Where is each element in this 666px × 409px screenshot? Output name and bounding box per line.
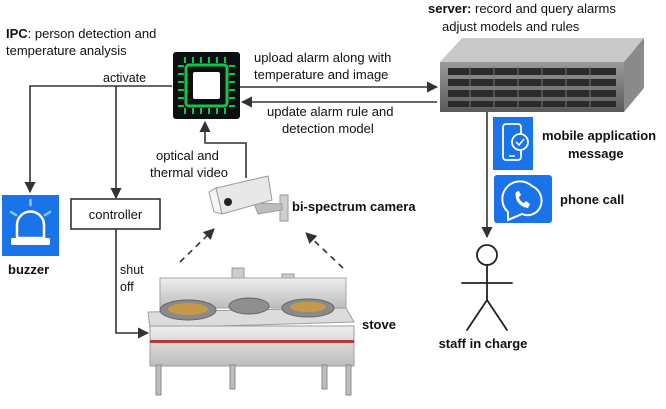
server-desc-line1: record and query alarms — [471, 1, 616, 16]
stove-label: stove — [362, 317, 396, 332]
video-arrow — [199, 120, 247, 178]
update-label-line2: detection model — [282, 121, 374, 136]
commercial-stove-icon — [147, 267, 355, 396]
phone-call-icon — [494, 175, 552, 223]
phone-label: phone call — [560, 192, 624, 207]
server-name: server: — [428, 1, 471, 16]
activate-buzzer-arrow — [24, 85, 172, 194]
server-desc-line2: adjust models and rules — [442, 19, 580, 34]
shutoff-label-line2: off — [120, 280, 134, 294]
ipc-label-line1: IPC: person detection and — [6, 26, 156, 41]
upload-label-line1: upload alarm along with — [254, 50, 391, 65]
shutoff-arrow — [115, 228, 150, 339]
security-camera-icon — [208, 175, 289, 222]
server-label-line1: server: record and query alarms — [428, 1, 616, 16]
upload-label-line2: temperature and image — [254, 67, 388, 82]
mobile-label-line2: message — [568, 146, 624, 161]
video-label-line1: optical and — [156, 148, 219, 163]
ipc-name: IPC — [6, 26, 28, 41]
ipc-desc-line1: : person detection and — [28, 26, 157, 41]
view-line-right — [305, 232, 344, 269]
buzzer-label: buzzer — [8, 262, 49, 277]
camera-view-lines — [179, 228, 344, 269]
server-rack-icon — [440, 38, 644, 112]
connectors — [24, 81, 493, 339]
ipc-chip-icon — [173, 52, 240, 119]
camera-label: bi-spectrum camera — [292, 199, 416, 214]
alarm-light-icon — [2, 195, 59, 256]
view-line-left — [179, 228, 215, 263]
update-label-line1: update alarm rule and — [267, 104, 393, 119]
controller-box — [70, 198, 161, 230]
shutoff-label-line1: shut — [120, 263, 144, 277]
video-label-line2: thermal video — [150, 165, 228, 180]
activate-label: activate — [103, 71, 146, 85]
ipc-desc-line2: temperature analysis — [6, 43, 127, 58]
mobile-message-icon — [493, 117, 533, 170]
staff-label: staff in charge — [439, 336, 528, 351]
controller-label: controller — [89, 207, 143, 222]
stick-figure-icon — [461, 244, 513, 331]
mobile-label-line1: mobile application — [542, 128, 656, 143]
